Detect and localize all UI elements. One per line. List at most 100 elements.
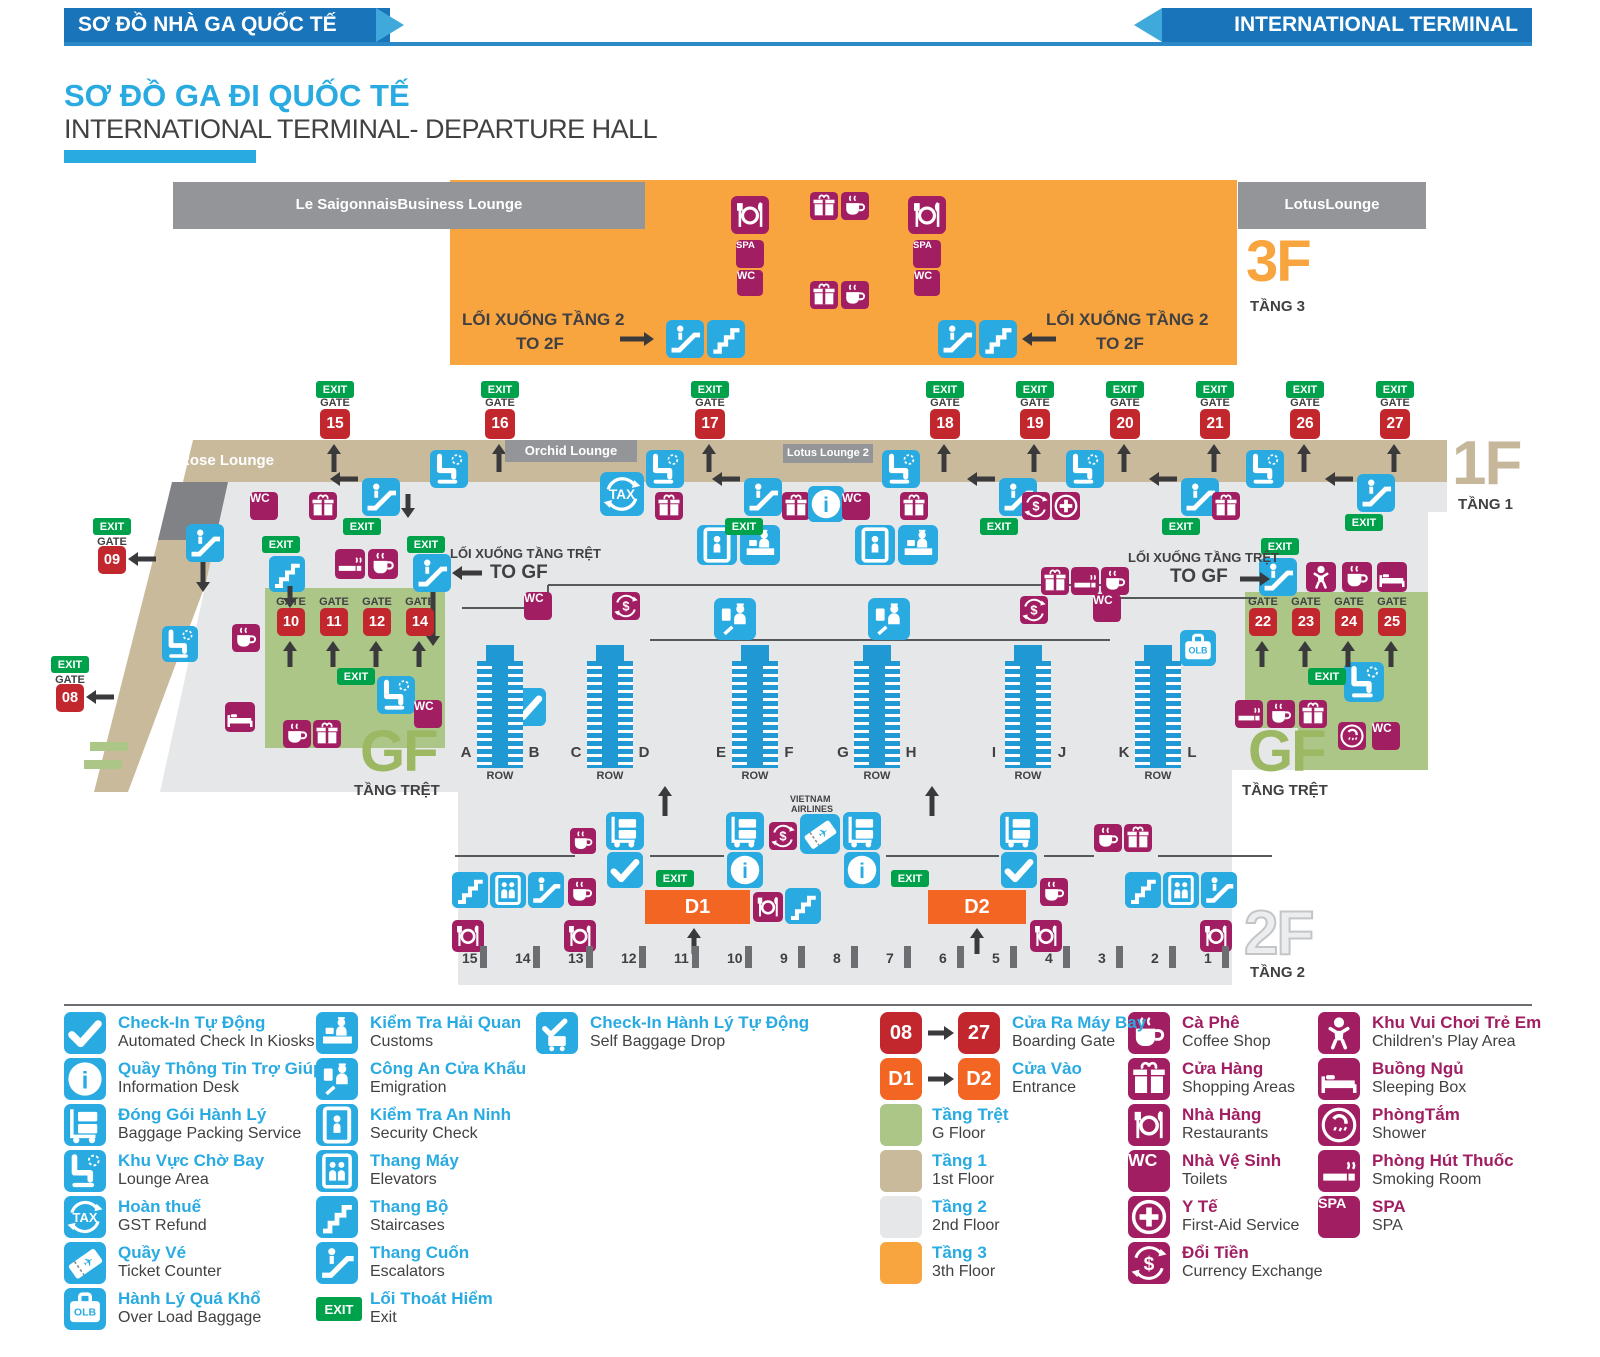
legend-item-en: Children's Play Area — [1372, 1033, 1516, 1050]
coffee-icon — [1040, 878, 1068, 906]
restaurant-icon — [452, 920, 484, 952]
legend-entrance-to: D2 — [958, 1058, 1000, 1100]
page-title-en: INTERNATIONAL TERMINAL- DEPARTURE HALL — [64, 114, 658, 144]
customs-icon — [316, 1012, 358, 1054]
legend-item-vn: Nhà Vệ Sinh — [1182, 1151, 1282, 1170]
check-icon — [1001, 852, 1037, 888]
gift-icon — [1128, 1058, 1170, 1100]
floor-label-sub: TẦNG TRỆT — [354, 782, 440, 799]
restaurant-icon — [753, 892, 783, 922]
arrow-r-icon — [1240, 572, 1270, 586]
legend-boarding-gate-vn: Cửa Ra Máy Bay — [1012, 1013, 1147, 1032]
arrow-u-icon — [327, 444, 341, 472]
counter-tick — [1010, 946, 1017, 968]
gate-label: GATE — [695, 397, 725, 409]
legend-floor-swatch — [880, 1150, 922, 1192]
legend-floor-vn: Tầng 2 — [932, 1197, 987, 1216]
legend-floor-swatch — [880, 1104, 922, 1146]
gate-label: GATE — [320, 397, 350, 409]
legend-item-en: Emigration — [370, 1079, 447, 1096]
gift-icon — [810, 281, 838, 309]
legend-item-vn: Đổi Tiền — [1182, 1243, 1249, 1262]
info-icon: i — [64, 1058, 106, 1100]
counter-number: 9 — [780, 950, 788, 966]
restaurant-icon — [1128, 1104, 1170, 1146]
legend-boarding-gate-from: 08 — [880, 1012, 922, 1054]
svg-text:i: i — [823, 494, 829, 517]
escalator-icon — [186, 524, 224, 562]
currency-icon: $ — [1022, 492, 1050, 520]
trolley-icon — [1000, 812, 1038, 850]
arrow-u-icon — [702, 444, 716, 472]
counter-number: 5 — [992, 950, 1000, 966]
arrow-u-icon — [970, 928, 984, 954]
legend-item-vn: PhòngTắm — [1372, 1105, 1460, 1124]
legend-item-vn: Thang Cuốn — [370, 1243, 470, 1262]
arrow-u-icon — [412, 641, 426, 667]
gate-number-18: 18 — [930, 409, 960, 439]
row-letter: B — [528, 744, 540, 761]
page-title-vn: SƠ ĐỒ GA ĐI QUỐC TẾ — [64, 78, 410, 113]
arrow-u-icon — [1341, 641, 1355, 667]
header-banner-vn: SƠ ĐỒ NHÀ GA QUỐC TẾ — [64, 8, 390, 42]
gf-strip — [84, 760, 122, 769]
legend-floor-vn: Tầng 3 — [932, 1243, 987, 1262]
checkin-island-core — [602, 661, 618, 768]
exit-badge: EXIT — [1308, 668, 1346, 685]
counter-tick — [1169, 946, 1176, 968]
coffee-icon — [232, 624, 260, 652]
elevator-icon — [490, 872, 526, 908]
escalator-icon — [1201, 872, 1237, 908]
legend-item-vn: Buồng Ngủ — [1372, 1059, 1464, 1078]
restaurant-icon — [1030, 920, 1062, 952]
stairs-icon — [707, 320, 745, 358]
legend-item-en: SPA — [1372, 1217, 1403, 1234]
scanner-icon — [316, 1104, 358, 1146]
bagdrop-icon — [536, 1012, 578, 1054]
legend-item-vn: Khu Vui Chơi Trẻ Em — [1372, 1013, 1542, 1032]
checkin-island-core — [492, 661, 508, 768]
arrow-l-icon — [128, 552, 156, 566]
trolley-icon — [726, 812, 764, 850]
legend-item-en: Automated Check In Kiosks — [118, 1033, 315, 1050]
map-text: LỐI XUỐNG TẦNG TRỆT — [1128, 550, 1279, 565]
header-banner-en-label: INTERNATIONAL TERMINAL — [1234, 13, 1518, 36]
escalator-icon — [666, 320, 704, 358]
coffee-icon — [1267, 700, 1295, 728]
arrow-l-icon — [967, 472, 995, 486]
arrow-u-icon — [326, 641, 340, 667]
gate-number-12: 12 — [363, 608, 391, 636]
svg-text:$: $ — [779, 829, 786, 844]
trolley-icon — [843, 812, 881, 850]
svg-text:OLB: OLB — [74, 1306, 97, 1318]
shower-icon — [1318, 1104, 1360, 1146]
floor-label-sub: TẦNG 1 — [1458, 496, 1514, 513]
row-label: ROW — [596, 770, 624, 782]
arrow-u-icon — [1255, 641, 1269, 667]
wc-icon: WC — [737, 270, 763, 296]
gift-icon — [1299, 700, 1327, 728]
info-icon: i — [727, 852, 763, 888]
bed-icon — [1377, 562, 1407, 592]
row-letter: L — [1187, 744, 1197, 761]
gift-icon — [1212, 492, 1240, 520]
exit-badge: EXIT — [980, 518, 1018, 535]
legend-floor-en: 1st Floor — [932, 1171, 995, 1188]
gate-label: GATE — [485, 397, 515, 409]
seat-icon — [1246, 450, 1284, 488]
check-icon — [64, 1012, 106, 1054]
counter-number: 12 — [621, 950, 637, 966]
map-text: TO 2F — [1096, 334, 1144, 353]
gate-label: GATE — [55, 674, 85, 686]
wc-icon: WC — [1128, 1150, 1170, 1192]
checkin-island-cap — [741, 645, 769, 661]
seat-icon — [430, 450, 468, 488]
legend-item-vn: Thang Máy — [370, 1151, 459, 1170]
exit-badge: EXIT — [316, 381, 354, 398]
exit-badge: EXIT — [926, 381, 964, 398]
coffee-icon — [570, 828, 596, 854]
exit-badge: EXIT — [1286, 381, 1324, 398]
arrow-r-icon — [928, 1026, 954, 1040]
exit-badge: EXIT — [262, 536, 300, 553]
row-label: ROW — [1014, 770, 1042, 782]
